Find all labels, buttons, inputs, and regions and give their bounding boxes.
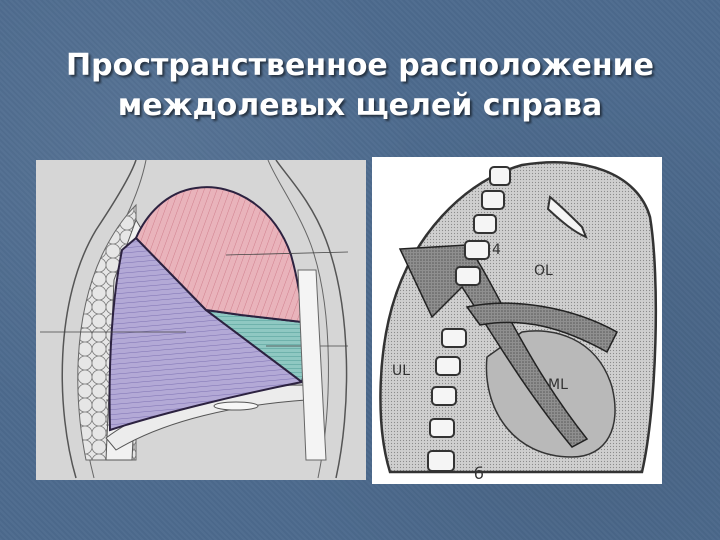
vertebrae [427,166,511,472]
lung-lobes-svg [40,160,349,479]
slide-title: Пространственное расположение междолевых… [0,46,720,126]
lung-lobes-colored-illustration [36,160,366,480]
ul-label: UL [392,363,410,379]
rib-oval [213,401,259,411]
fissures-lateral-schematic: 4 OL UL ML б [372,157,662,484]
fissures-schematic-svg: 4 OL UL ML б [379,161,658,483]
lower-lobe [108,236,305,432]
title-line-1: Пространственное расположение [66,48,654,83]
right-rib-band [297,269,327,461]
chest-wall-outer-right [275,160,348,479]
chest-wall-inner-right [267,160,329,479]
title-line-2: междолевых щелей справа [117,88,603,123]
chest-wall-outer [61,160,137,479]
ol-label: OL [534,263,553,279]
vertebra-number-label: 4 [492,242,501,258]
ml-label: ML [548,377,568,393]
clavicle [546,195,588,239]
leader-line-upper [225,251,349,256]
horizontal-fissure [465,302,618,354]
panel-letter: б [474,464,484,483]
